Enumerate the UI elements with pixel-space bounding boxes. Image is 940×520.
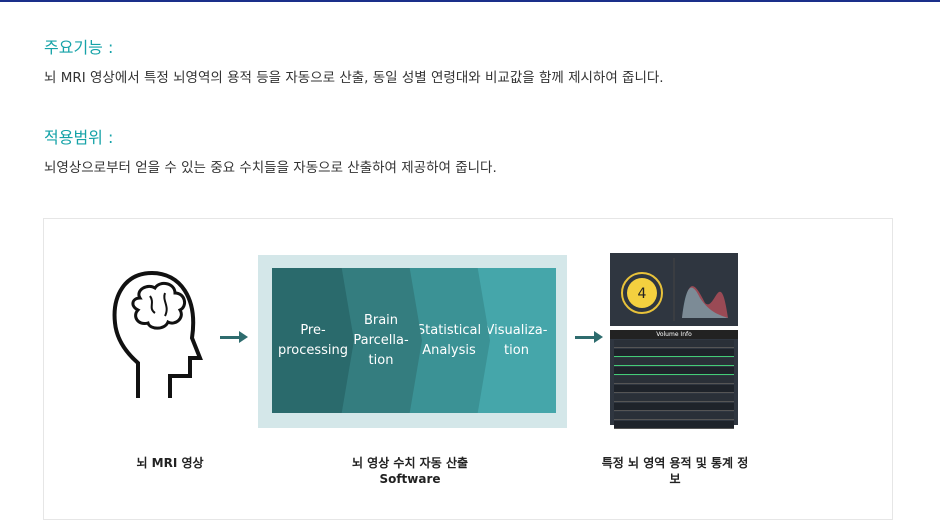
scope-text: 뇌영상으로부터 얻을 수 있는 중요 수치들을 자동으로 산출하여 제공하여 줍… <box>44 160 497 176</box>
arrow-right-icon <box>220 331 248 343</box>
process-step: Visualiza- tion <box>477 268 556 413</box>
scope-heading: 적용범위 : <box>44 128 114 147</box>
table-row <box>614 376 734 384</box>
table-row <box>614 385 734 393</box>
table-row <box>614 340 734 348</box>
head-brain-icon <box>112 270 203 398</box>
table-row <box>614 421 734 429</box>
output-label: 특정 뇌 영역 용적 및 통계 정보 <box>601 456 749 486</box>
table-row <box>614 412 734 420</box>
table-row <box>614 349 734 357</box>
process-step: Pre- processing <box>272 268 354 413</box>
features-text: 뇌 MRI 영상에서 특정 뇌영역의 용적 등을 자동으로 산출, 동일 성별 … <box>44 70 664 86</box>
table-row <box>614 367 734 375</box>
input-label: 뇌 MRI 영상 <box>136 456 204 470</box>
top-border <box>0 0 940 2</box>
gauge-value: 4 <box>638 286 647 302</box>
volume-info-table-image: Volume Info <box>610 330 738 429</box>
table-row <box>614 358 734 366</box>
arrow-right-icon <box>575 331 603 343</box>
features-heading: 주요기능 : <box>44 38 114 57</box>
probability-chart-image: 4 <box>610 253 738 326</box>
table-row <box>614 394 734 402</box>
table-row <box>614 403 734 411</box>
